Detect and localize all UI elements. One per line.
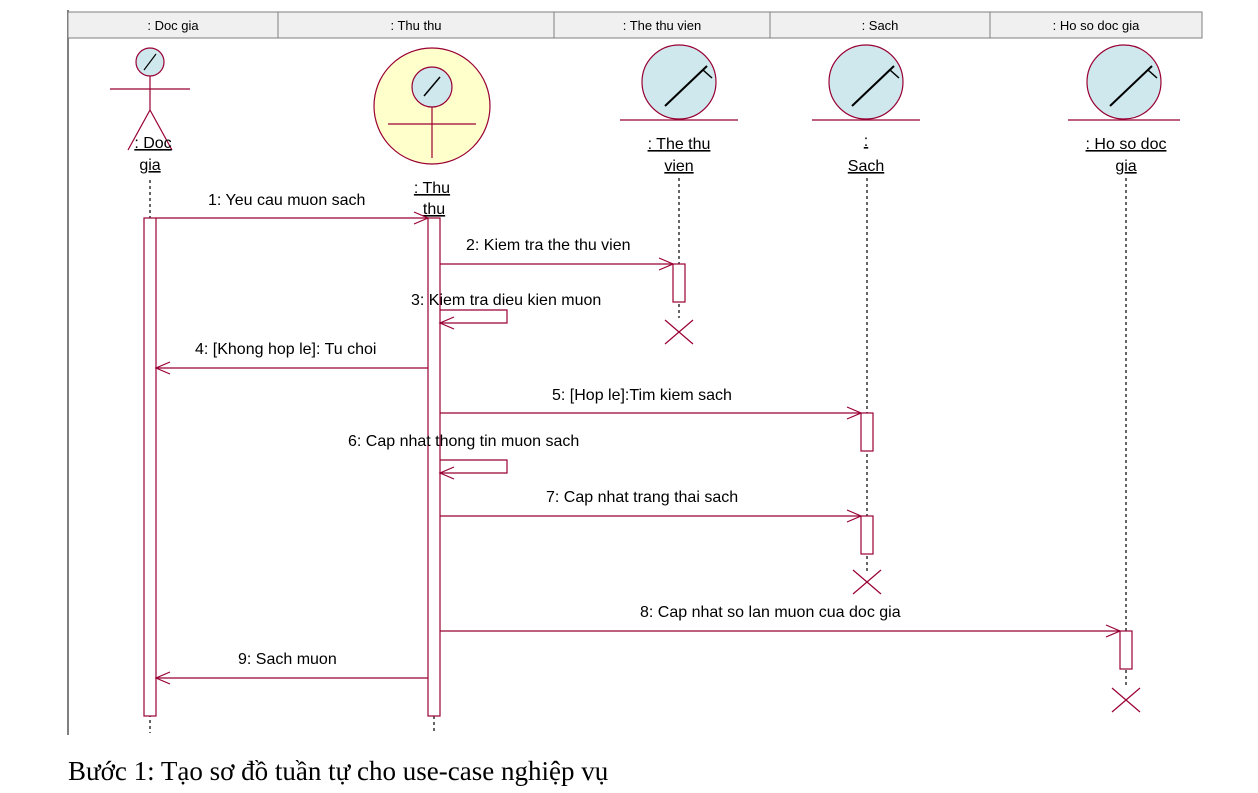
message-arrow-6 — [440, 459, 508, 474]
object-label: : Doc — [134, 135, 171, 152]
header-label: : Doc gia — [147, 18, 199, 33]
header-bar: : Doc gia : Thu thu : The thu vien : Sac… — [67, 11, 1203, 39]
entity-icon — [828, 44, 904, 120]
object-label: : Ho so doc — [1086, 136, 1167, 153]
actor-doc-gia[interactable] — [110, 47, 190, 151]
arrowhead-icon — [438, 316, 455, 330]
arrowhead-icon — [438, 466, 455, 480]
activation-ho-so-doc-gia — [1119, 630, 1133, 670]
object-label: gia — [139, 157, 160, 174]
destroy-x-icon — [1111, 687, 1141, 713]
message-label: 8: Cap nhat so lan muon cua doc gia — [640, 604, 901, 621]
header-cell-thu-thu[interactable] — [277, 11, 555, 39]
header-label: : Thu thu — [390, 18, 441, 33]
entity-ho-so-doc-gia[interactable] — [1068, 44, 1180, 121]
message-label: 1: Yeu cau muon sach — [208, 192, 365, 209]
arrowhead-icon — [846, 509, 863, 523]
arrowhead-icon — [413, 211, 430, 225]
message-label: 4: [Khong hop le]: Tu choi — [195, 341, 376, 358]
activation-sach — [860, 515, 874, 555]
destroy-x-icon — [664, 319, 694, 345]
arrowhead-icon — [846, 406, 863, 420]
message-label: 5: [Hop le]:Tim kiem sach — [552, 387, 732, 404]
activation-sach — [860, 412, 874, 452]
arrowhead-icon — [1105, 624, 1122, 638]
message-label: 9: Sach muon — [238, 651, 337, 668]
caption: Bước 1: Tạo sơ đồ tuần tự cho use-case n… — [68, 756, 609, 786]
activation-thu-thu — [427, 217, 441, 717]
header-cell-ho-so-doc-gia[interactable] — [989, 11, 1203, 39]
activation-the-thu-vien — [672, 263, 686, 303]
destroy-x-icon — [852, 569, 882, 595]
object-label: : — [864, 133, 868, 150]
activation-doc-gia — [143, 217, 157, 717]
message-label: 3: Kiem tra dieu kien muon — [411, 292, 601, 309]
message-label: 6: Cap nhat thong tin muon sach — [348, 433, 579, 450]
object-label: : The thu — [648, 136, 711, 153]
object-label: thu — [423, 201, 445, 218]
header-label: : Sach — [862, 18, 899, 33]
control-thu-thu[interactable] — [373, 47, 491, 165]
object-label: vien — [664, 158, 693, 175]
message-label: 2: Kiem tra the thu vien — [466, 237, 631, 254]
arrowhead-icon — [658, 257, 675, 271]
entity-icon — [641, 44, 717, 120]
message-label: 7: Cap nhat trang thai sach — [546, 489, 738, 506]
entity-icon — [1086, 44, 1162, 120]
header-cell-the-thu-vien[interactable] — [553, 11, 771, 39]
header-label: : The thu vien — [623, 18, 702, 33]
message-arrow-3 — [440, 309, 508, 324]
object-label: Sach — [848, 158, 884, 175]
arrowhead-icon — [154, 671, 171, 685]
arrowhead-icon — [154, 361, 171, 375]
object-label: gia — [1115, 158, 1136, 175]
header-label: : Ho so doc gia — [1053, 18, 1140, 33]
entity-the-thu-vien[interactable] — [620, 44, 738, 121]
object-label: : Thu — [414, 180, 450, 197]
entity-sach[interactable] — [812, 44, 920, 121]
